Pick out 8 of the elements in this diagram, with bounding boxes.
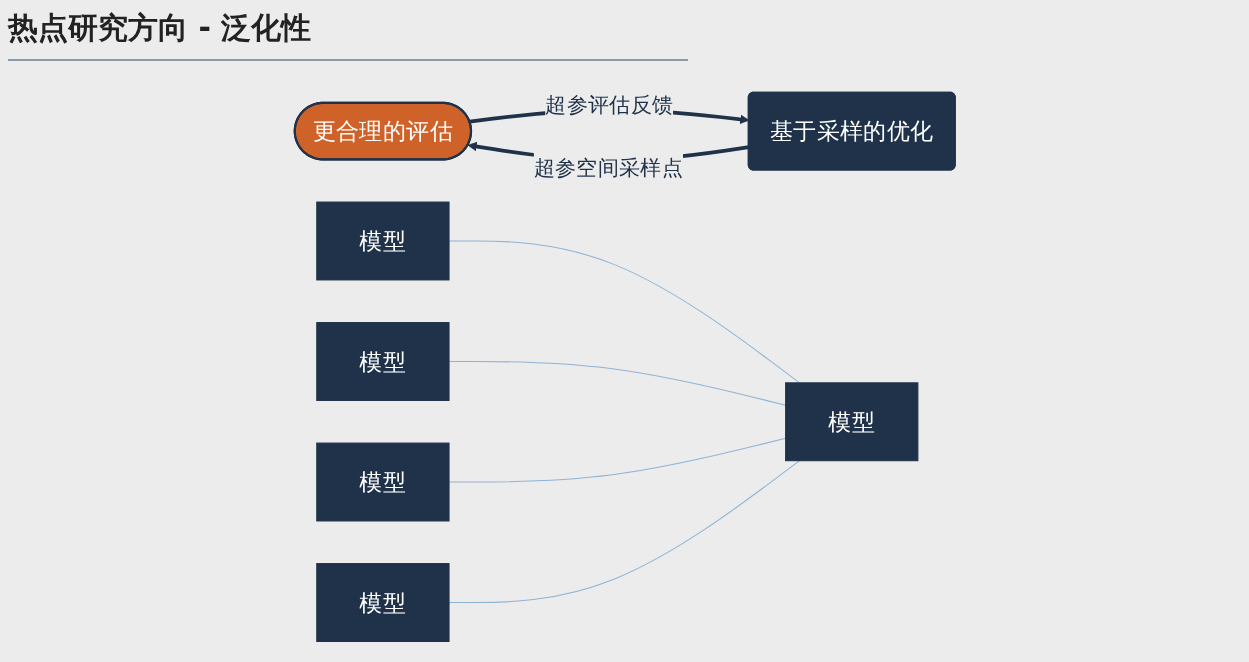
- edge-label: 超参评估反馈: [545, 91, 674, 118]
- node-box: 模型: [785, 382, 919, 462]
- edge-label: 超参空间采样点: [533, 154, 683, 180]
- node-box: 模型: [316, 201, 450, 281]
- slide-title: 热点研究方向 - 泛化性: [8, 8, 688, 61]
- node-box: 模型: [316, 442, 450, 522]
- node-box: 模型: [316, 563, 450, 642]
- node-box: 模型: [316, 322, 450, 401]
